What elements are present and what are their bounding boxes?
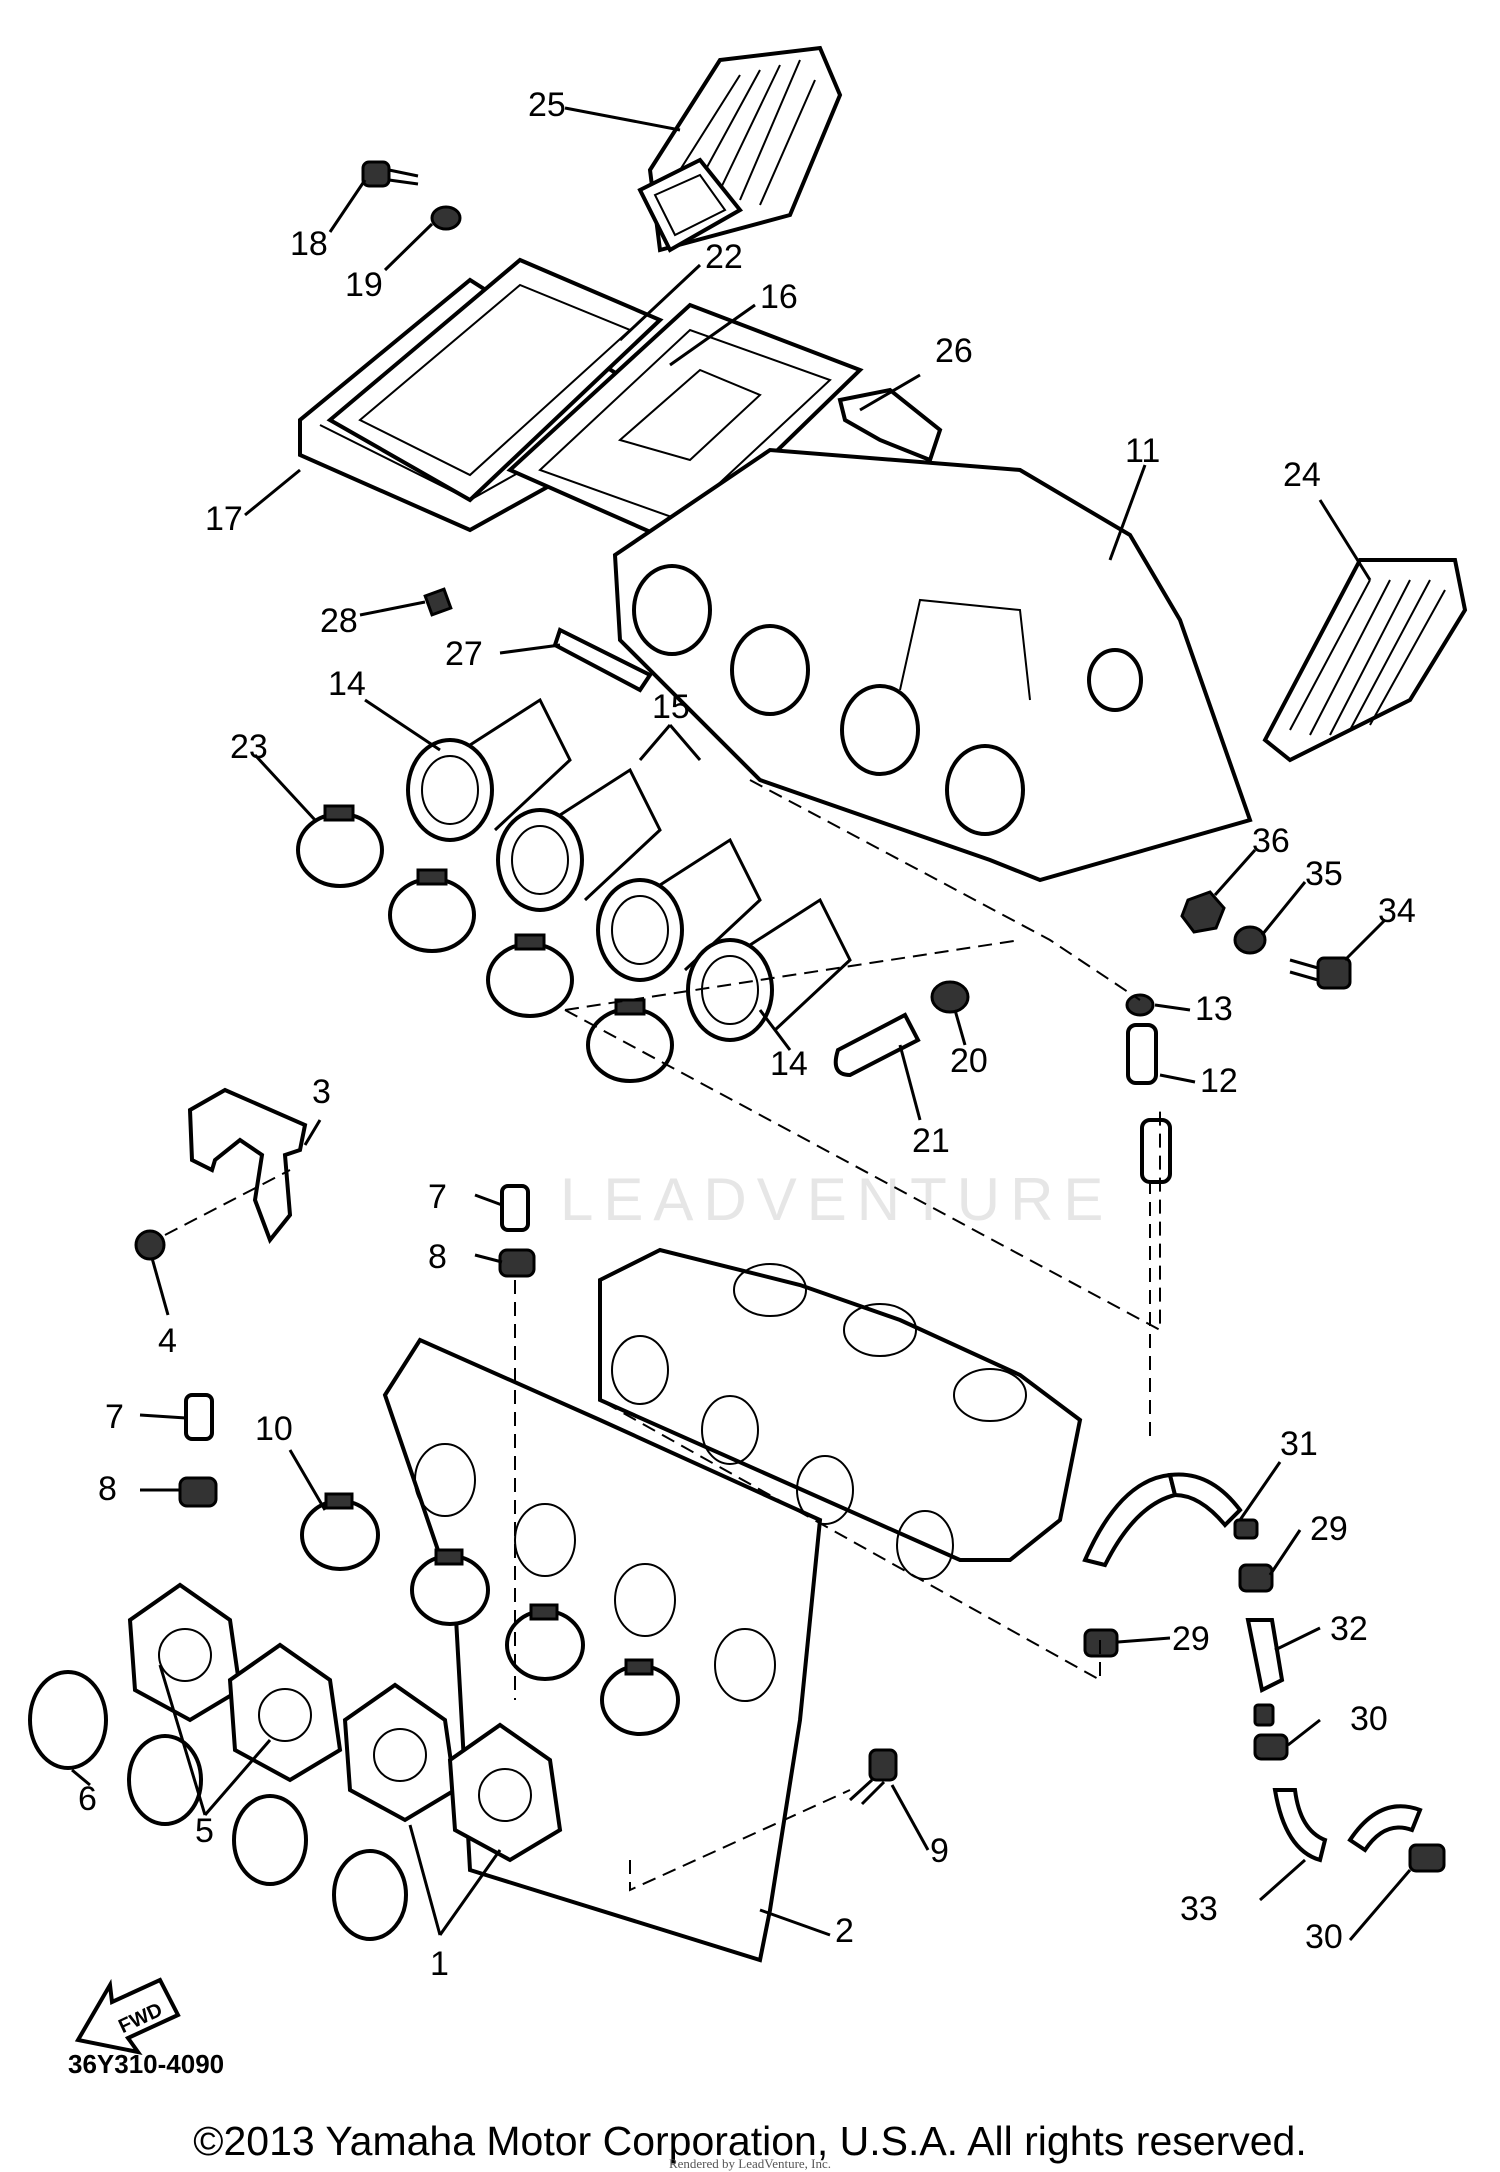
callout-24: 24 bbox=[1283, 456, 1321, 494]
o-rings-6 bbox=[28, 1670, 408, 1941]
copyright-notice: ©2013 Yamaha Motor Corporation, U.S.A. A… bbox=[193, 2118, 1307, 2164]
bracket-3 bbox=[187, 1087, 308, 1244]
callout-25: 25 bbox=[528, 86, 566, 124]
clip-13 bbox=[1125, 993, 1155, 1017]
pipe-7-left bbox=[184, 1393, 214, 1441]
callout-18: 18 bbox=[290, 225, 328, 263]
clip-28 bbox=[423, 587, 453, 617]
air-cleaner-case-11 bbox=[612, 447, 1253, 883]
callout-12: 12 bbox=[1200, 1062, 1238, 1100]
hose-clamps-23 bbox=[296, 804, 674, 1083]
air-duct-25 bbox=[637, 45, 843, 253]
carburetor-outline bbox=[598, 1247, 1083, 1580]
callout-11: 11 bbox=[1125, 432, 1160, 470]
washer-35 bbox=[1233, 925, 1267, 955]
grommet-20 bbox=[930, 980, 970, 1014]
callout-3: 3 bbox=[312, 1073, 331, 1111]
fwd-arrow: FWD bbox=[74, 1977, 181, 2055]
callout-28: 28 bbox=[320, 602, 358, 640]
strip-27 bbox=[552, 627, 653, 693]
callout-5: 5 bbox=[195, 1812, 214, 1850]
callout-numbers: 25 18 19 22 16 26 11 24 17 28 27 14 15 2… bbox=[78, 86, 1416, 1983]
callout-20: 20 bbox=[950, 1042, 988, 1080]
callout-14-upper: 14 bbox=[328, 665, 366, 703]
assembly-lines bbox=[164, 779, 1161, 1892]
callout-4: 4 bbox=[158, 1322, 177, 1360]
callout-21: 21 bbox=[912, 1122, 950, 1160]
callout-30-lower: 30 bbox=[1305, 1918, 1343, 1956]
air-duct-24 bbox=[1262, 558, 1468, 763]
callout-9: 9 bbox=[930, 1832, 949, 1870]
callout-8-upper: 8 bbox=[428, 1238, 447, 1276]
callout-13: 13 bbox=[1195, 990, 1233, 1028]
pipe-21 bbox=[833, 1012, 921, 1078]
callout-17: 17 bbox=[205, 500, 243, 538]
callout-2: 2 bbox=[835, 1912, 854, 1950]
hose-12 bbox=[1126, 1023, 1172, 1184]
callout-7-left: 7 bbox=[105, 1398, 124, 1436]
callout-22: 22 bbox=[705, 238, 743, 276]
callout-29-lower: 29 bbox=[1172, 1620, 1210, 1658]
cap-8-left bbox=[178, 1476, 218, 1508]
callout-6: 6 bbox=[78, 1780, 97, 1818]
callout-14-lower: 14 bbox=[770, 1045, 808, 1083]
callout-35: 35 bbox=[1305, 855, 1343, 893]
callout-23: 23 bbox=[230, 728, 268, 766]
callout-33: 33 bbox=[1180, 1890, 1218, 1928]
diagram-part-number: 36Y310-4090 bbox=[68, 2049, 224, 2079]
callout-31: 31 bbox=[1280, 1425, 1318, 1463]
nut-4 bbox=[134, 1229, 166, 1261]
leader-lines bbox=[71, 106, 1412, 1941]
pipe-7-upper bbox=[500, 1184, 530, 1232]
filter-element-16 bbox=[506, 302, 864, 548]
washer-19 bbox=[430, 205, 462, 231]
bolt-34 bbox=[1289, 956, 1352, 990]
bracket-26 bbox=[837, 387, 943, 463]
callout-27: 27 bbox=[445, 635, 483, 673]
carburetor-joints-5-1 bbox=[127, 1582, 563, 1863]
callout-19: 19 bbox=[345, 266, 383, 304]
callout-1: 1 bbox=[430, 1945, 449, 1983]
callout-32: 32 bbox=[1330, 1610, 1368, 1648]
bolt-9 bbox=[848, 1748, 898, 1806]
callout-36: 36 bbox=[1252, 822, 1290, 860]
callout-34: 34 bbox=[1378, 892, 1416, 930]
watermark: LEADVENTURE bbox=[560, 1166, 1114, 1233]
nut-36 bbox=[1180, 890, 1226, 934]
hoses-29-33 bbox=[1082, 1472, 1446, 1873]
callout-16: 16 bbox=[760, 278, 798, 316]
bolt-18 bbox=[361, 160, 419, 188]
hose-clamps-10 bbox=[300, 1492, 680, 1736]
callout-8-left: 8 bbox=[98, 1470, 117, 1508]
callout-7-upper: 7 bbox=[428, 1178, 447, 1216]
rendered-by-note: Rendered by LeadVenture, Inc. bbox=[668, 2156, 832, 2171]
callout-10: 10 bbox=[255, 1410, 293, 1448]
intake-joints-14-15 bbox=[406, 697, 852, 1042]
callout-29-upper: 29 bbox=[1310, 1510, 1348, 1548]
callout-30-upper: 30 bbox=[1350, 1700, 1388, 1738]
callout-26: 26 bbox=[935, 332, 973, 370]
callout-15: 15 bbox=[652, 688, 690, 726]
cap-8-upper bbox=[498, 1248, 536, 1278]
